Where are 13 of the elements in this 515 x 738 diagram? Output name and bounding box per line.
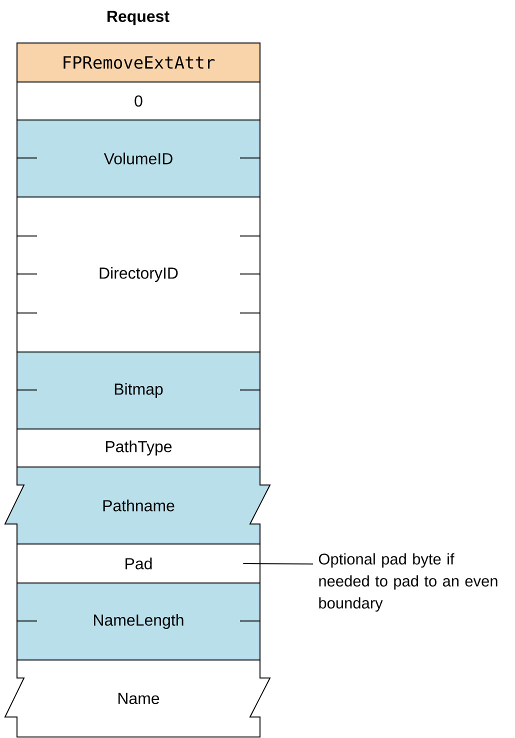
field-row: 0: [16, 82, 260, 120]
field-row: Pad: [16, 544, 260, 584]
field-row: Name: [4, 660, 271, 738]
field-row: VolumeID: [16, 120, 260, 198]
annotation: Optional pad byte if needed to pad to an even boundary: [318, 553, 498, 612]
field-row: PathType: [16, 428, 260, 468]
title: Request: [108, 10, 170, 26]
field-row: DirectoryID: [16, 196, 260, 352]
leader-line: [242, 563, 314, 564]
field-row: Bitmap: [16, 352, 260, 430]
field-row: NameLength: [16, 582, 260, 660]
field-row: FPRemoveExtAttr: [16, 42, 260, 82]
field-row: Pathname: [4, 466, 271, 544]
